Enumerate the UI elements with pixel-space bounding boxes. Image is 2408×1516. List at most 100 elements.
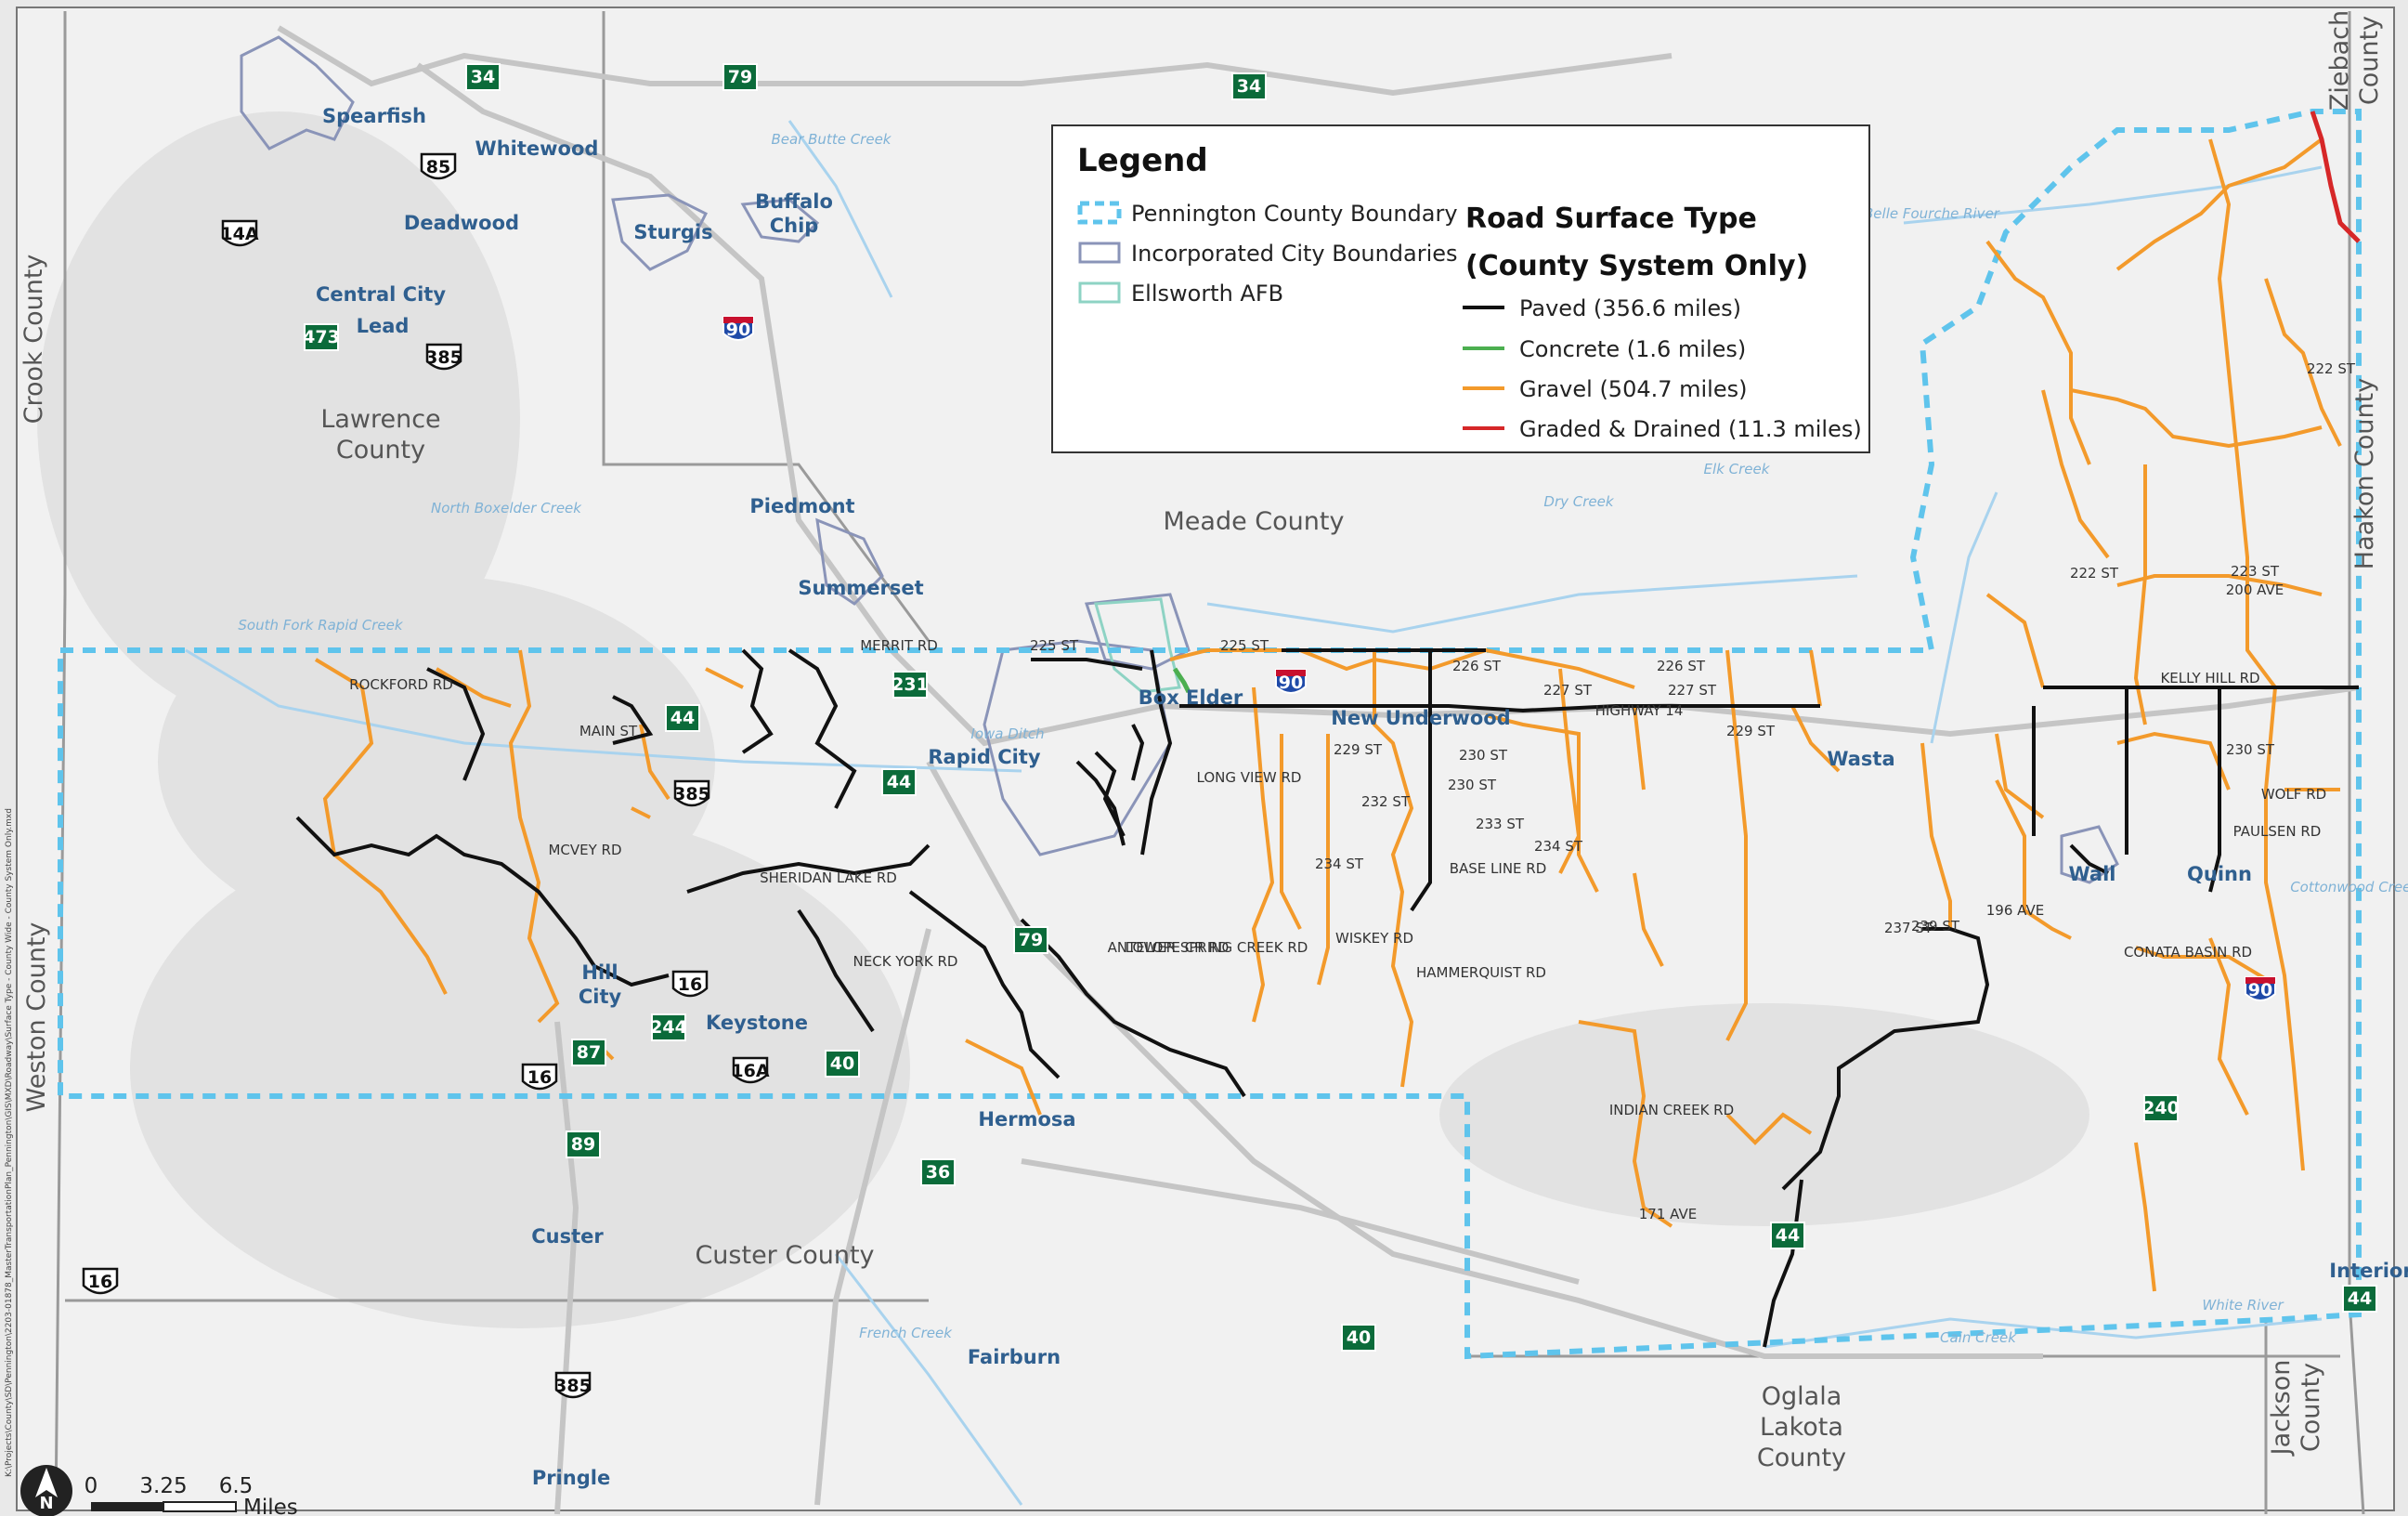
city-label: Chip bbox=[770, 215, 819, 237]
state-highway-shield: 36 bbox=[920, 1158, 956, 1186]
shield-number: 16 bbox=[527, 1067, 552, 1088]
highway-network bbox=[277, 25, 2360, 1515]
legend-swatch-county-boundary bbox=[1077, 201, 1122, 225]
road-label: MERRIT RD bbox=[860, 637, 938, 654]
state-highway-shield: 89 bbox=[566, 1130, 601, 1158]
county-label-lawrence: Lawrence bbox=[320, 405, 440, 434]
city-label: Hermosa bbox=[978, 1108, 1075, 1130]
us-highway-shield: 16 bbox=[671, 970, 709, 998]
road-label: 234 ST bbox=[1534, 838, 1583, 855]
water-label: Dry Creek bbox=[1543, 493, 1614, 510]
shield-number: 90 bbox=[726, 320, 750, 340]
city-label: Custer bbox=[531, 1225, 604, 1248]
legend-item-label: Incorporated City Boundaries bbox=[1131, 241, 1458, 267]
us-highway-shield: 385 bbox=[673, 779, 710, 807]
shield-number: 44 bbox=[2348, 1288, 2372, 1309]
legend-item-label: Gravel (504.7 miles) bbox=[1519, 376, 1747, 402]
legend-swatch-city-boundaries bbox=[1078, 242, 1121, 264]
road-label: 196 AVE bbox=[1986, 902, 2044, 919]
road-label: 227 ST bbox=[1668, 682, 1717, 699]
county-label-jackson-2: County bbox=[2297, 1363, 2325, 1452]
shield-number: 90 bbox=[2248, 980, 2272, 1000]
legend-title: Legend bbox=[1077, 142, 1208, 179]
city-label: Wasta bbox=[1827, 748, 1894, 770]
shield-number: 385 bbox=[554, 1376, 592, 1396]
shield-number: 36 bbox=[926, 1162, 950, 1183]
road-label: MAIN ST bbox=[579, 723, 638, 739]
state-highway-shield: 79 bbox=[722, 63, 758, 91]
water-label: Cain Creek bbox=[1940, 1329, 2017, 1346]
shield-number: 44 bbox=[670, 708, 695, 728]
us-highway-shield: 16 bbox=[521, 1063, 558, 1091]
legend-item-label: Ellsworth AFB bbox=[1131, 281, 1283, 307]
road-label: 225 ST bbox=[1220, 637, 1269, 654]
city-labels: Spearfish Whitewood Deadwood Sturgis Buf… bbox=[316, 105, 2408, 1489]
legend-surface-title: Road Surface Type bbox=[1465, 203, 1757, 235]
road-label: LONG VIEW RD bbox=[1197, 769, 1302, 786]
city-label: Pringle bbox=[532, 1467, 610, 1489]
road-label: 237 ST bbox=[1884, 920, 1933, 936]
road-label: 225 ST bbox=[1030, 637, 1079, 654]
shield-number: 473 bbox=[303, 327, 340, 347]
water-labels: Bear Butte Creek Belle Fourche River Nor… bbox=[238, 131, 2408, 1346]
shield-number: 16 bbox=[88, 1272, 112, 1292]
legend-item-label: Paved (356.6 miles) bbox=[1519, 295, 1741, 321]
city-label: Central City bbox=[316, 283, 446, 306]
scale-tick: 0 bbox=[85, 1474, 98, 1498]
scale-tick: 3.25 bbox=[139, 1474, 187, 1498]
county-label-lawrence-2: County bbox=[336, 436, 425, 464]
interstate-shield: 90 bbox=[722, 316, 754, 341]
road-label: WISKEY RD bbox=[1335, 930, 1413, 947]
pennington-county-boundary bbox=[58, 109, 2362, 1360]
legend-item-label: Graded & Drained (11.3 miles) bbox=[1519, 416, 1862, 442]
water-label: North Boxelder Creek bbox=[431, 500, 582, 516]
us-highway-shield: 385 bbox=[425, 343, 462, 371]
county-label-meade: Meade County bbox=[1164, 507, 1345, 536]
legend-box bbox=[1051, 124, 1870, 453]
county-label-haakon: Haakon County bbox=[2350, 378, 2379, 569]
county-labels: Lawrence County Meade County Custer Coun… bbox=[20, 10, 2384, 1472]
city-label: City bbox=[579, 986, 622, 1008]
ellsworth-afb-boundary bbox=[1094, 597, 1181, 694]
north-arrow: N bbox=[20, 1465, 72, 1516]
water-label: Elk Creek bbox=[1704, 461, 1771, 477]
state-highway-shield: 40 bbox=[825, 1050, 860, 1078]
state-highway-shield: 473 bbox=[303, 323, 340, 351]
county-label-weston: Weston County bbox=[22, 922, 51, 1113]
scale-segment bbox=[163, 1501, 237, 1512]
road-label: NECK YORK RD bbox=[853, 953, 958, 970]
scale-bar: 0 3.25 6.5 Miles bbox=[85, 1474, 298, 1516]
road-label: WOLF RD bbox=[2261, 786, 2326, 803]
road-label: 229 ST bbox=[1334, 741, 1383, 758]
scale-tick: 6.5 bbox=[219, 1474, 254, 1498]
water-label: Bear Butte Creek bbox=[772, 131, 892, 148]
legend-swatch-ellsworth bbox=[1078, 281, 1121, 304]
shield-number: 34 bbox=[471, 67, 495, 87]
us-highway-shield: 85 bbox=[420, 152, 457, 180]
city-label: Lead bbox=[357, 315, 410, 337]
shield-number: 40 bbox=[830, 1053, 854, 1074]
county-label-crook: Crook County bbox=[20, 255, 48, 425]
city-label: Quinn bbox=[2187, 863, 2252, 885]
county-label-oglala-2: Lakota bbox=[1760, 1413, 1843, 1442]
road-label: HIGHWAY 14 bbox=[1595, 702, 1684, 719]
shield-number: 34 bbox=[1237, 76, 1261, 97]
road-label: 233 ST bbox=[1476, 816, 1525, 832]
county-label-ziebach-2: County bbox=[2355, 16, 2384, 105]
shield-number: 244 bbox=[650, 1017, 687, 1038]
road-label: KELLY HILL RD bbox=[2160, 670, 2259, 686]
road-label: 226 ST bbox=[1452, 658, 1502, 674]
shield-number: 87 bbox=[577, 1042, 601, 1063]
road-label: ROCKFORD RD bbox=[349, 676, 453, 693]
water-network bbox=[185, 120, 2323, 1506]
state-highway-shield: 244 bbox=[650, 1013, 687, 1041]
state-highway-shield: 79 bbox=[1013, 926, 1048, 954]
road-label: 226 ST bbox=[1657, 658, 1706, 674]
shield-number: 385 bbox=[425, 347, 462, 368]
county-label-ziebach: Ziebach bbox=[2325, 10, 2354, 111]
us-highway-shield: 16A bbox=[731, 1056, 770, 1084]
city-label: Keystone bbox=[706, 1012, 808, 1034]
road-label: 239 ST bbox=[1911, 918, 1960, 934]
legend-item-label: Concrete (1.6 miles) bbox=[1519, 336, 1746, 362]
road-label: PAULSEN RD bbox=[2233, 823, 2322, 840]
